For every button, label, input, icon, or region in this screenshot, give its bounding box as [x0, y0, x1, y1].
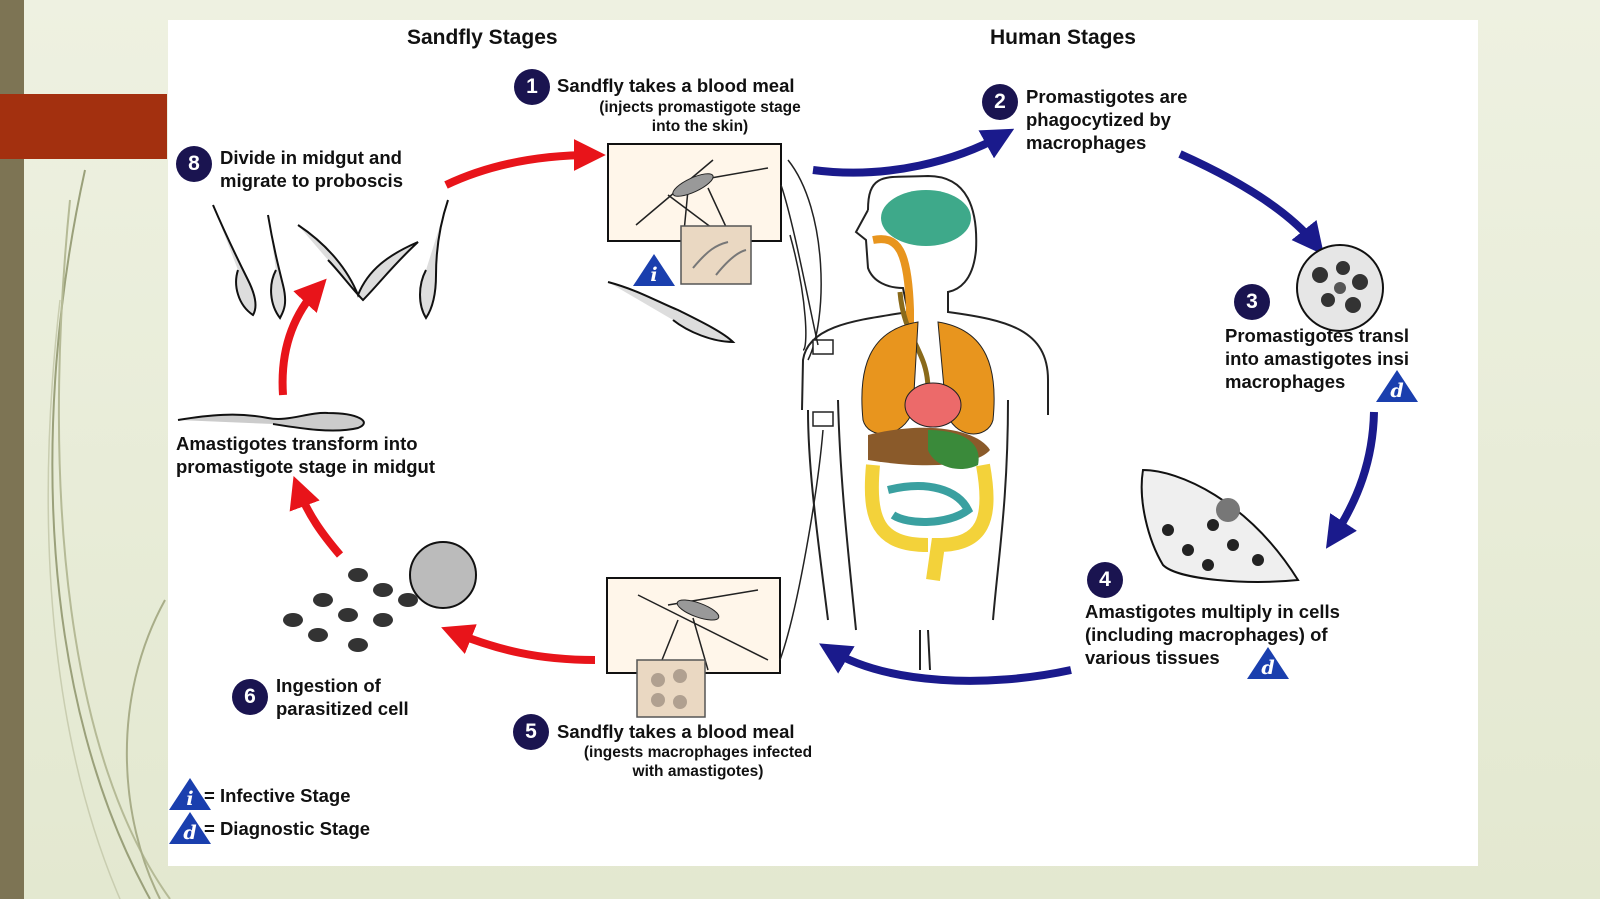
diagnostic-icon-letter-step3: d — [1390, 380, 1404, 402]
arrow-2-to-3 — [1178, 150, 1325, 255]
step-3-line2: into amastigotes insi — [1225, 348, 1410, 369]
step-3-line1: Promastigotes transl — [1225, 325, 1410, 346]
step-8-line2: migrate to proboscis — [220, 170, 403, 191]
step-8-badge: 8 — [176, 146, 212, 182]
arrow-4-to-5 — [819, 643, 1072, 685]
human-stages-header: Human Stages — [990, 26, 1136, 49]
legend-diagnostic-letter: d — [183, 822, 197, 844]
infective-stage-icon: i — [632, 253, 676, 287]
sandfly-feeding-box-bottom — [606, 577, 781, 718]
arrow-6-to-7 — [289, 475, 344, 558]
dividing-promastigotes-drawing — [212, 199, 449, 320]
ingested-cells-drawing — [283, 541, 477, 652]
step-7-line2: promastigote stage in midgut — [176, 456, 436, 477]
step-2-line1: Promastigotes are — [1026, 86, 1188, 107]
step-8-line1: Divide in midgut and — [220, 147, 402, 168]
human-body-drawing — [779, 159, 1049, 671]
decorative-swoosh-lines — [47, 169, 171, 899]
step-5-sub-line1: (ingests macrophages infected — [583, 744, 813, 761]
step-6-line2: parasitized cell — [276, 698, 409, 719]
infective-stage-icon-letter: i — [650, 264, 658, 286]
arrow-1-to-2 — [812, 128, 1015, 177]
legend-infective-icon: i — [168, 777, 212, 811]
sandfly-feeding-box-top — [607, 143, 782, 285]
arrow-8-to-1 — [444, 139, 606, 189]
arrow-5-to-6 — [441, 624, 596, 664]
step-1-title: Sandfly takes a blood meal — [557, 75, 795, 96]
diagnostic-stage-icon-step3: d — [1375, 369, 1419, 403]
macrophage-drawing — [1296, 244, 1384, 332]
sandfly-stages-header: Sandfly Stages — [407, 26, 558, 49]
transforming-parasite-drawing — [177, 411, 365, 432]
step-4-line3: various tissues — [1085, 647, 1220, 668]
legend-diagnostic-icon: d — [168, 811, 212, 845]
legend-infective-letter: i — [186, 788, 194, 810]
step-2-line2: phagocytized by — [1026, 109, 1171, 130]
step-2-line3: macrophages — [1026, 132, 1147, 153]
step-3-badge: 3 — [1234, 284, 1270, 320]
lifecycle-diagram-panel: Sandfly Stages Human Stages 1 Sandfly ta… — [168, 20, 1478, 866]
step-7-line1: Amastigotes transform into — [176, 433, 418, 454]
step-5-sub-line2: with amastigotes) — [632, 763, 764, 780]
step-1-sub-line1: (injects promastigote stage — [599, 99, 801, 116]
legend-diagnostic-text: = Diagnostic Stage — [204, 818, 371, 839]
step-5-title: Sandfly takes a blood meal — [557, 721, 795, 742]
step-4-line1: Amastigotes multiply in cells — [1085, 601, 1340, 622]
arrow-7-to-8 — [278, 278, 327, 396]
arrow-3-to-4 — [1325, 411, 1378, 549]
diagram-graphics — [177, 128, 1384, 718]
step-3-line3: macrophages — [1225, 371, 1346, 392]
step-2-badge: 2 — [982, 84, 1018, 120]
diagnostic-icon-letter-step4: d — [1261, 657, 1275, 679]
step-4-line2: (including macrophages) of — [1085, 624, 1328, 645]
promastigote-drawing — [607, 281, 736, 344]
step-4-badge: 4 — [1087, 562, 1123, 598]
step-6-line1: Ingestion of — [276, 675, 381, 696]
step-1-sub-line2: into the skin) — [651, 118, 749, 135]
step-6-badge: 6 — [232, 679, 268, 715]
accent-band — [0, 94, 167, 159]
diagnostic-stage-icon-step4: d — [1246, 646, 1290, 680]
step-1-badge: 1 — [514, 69, 550, 105]
step-5-badge: 5 — [513, 714, 549, 750]
legend-infective-text: = Infective Stage — [204, 785, 351, 806]
infected-tissue-drawing — [1140, 468, 1300, 583]
